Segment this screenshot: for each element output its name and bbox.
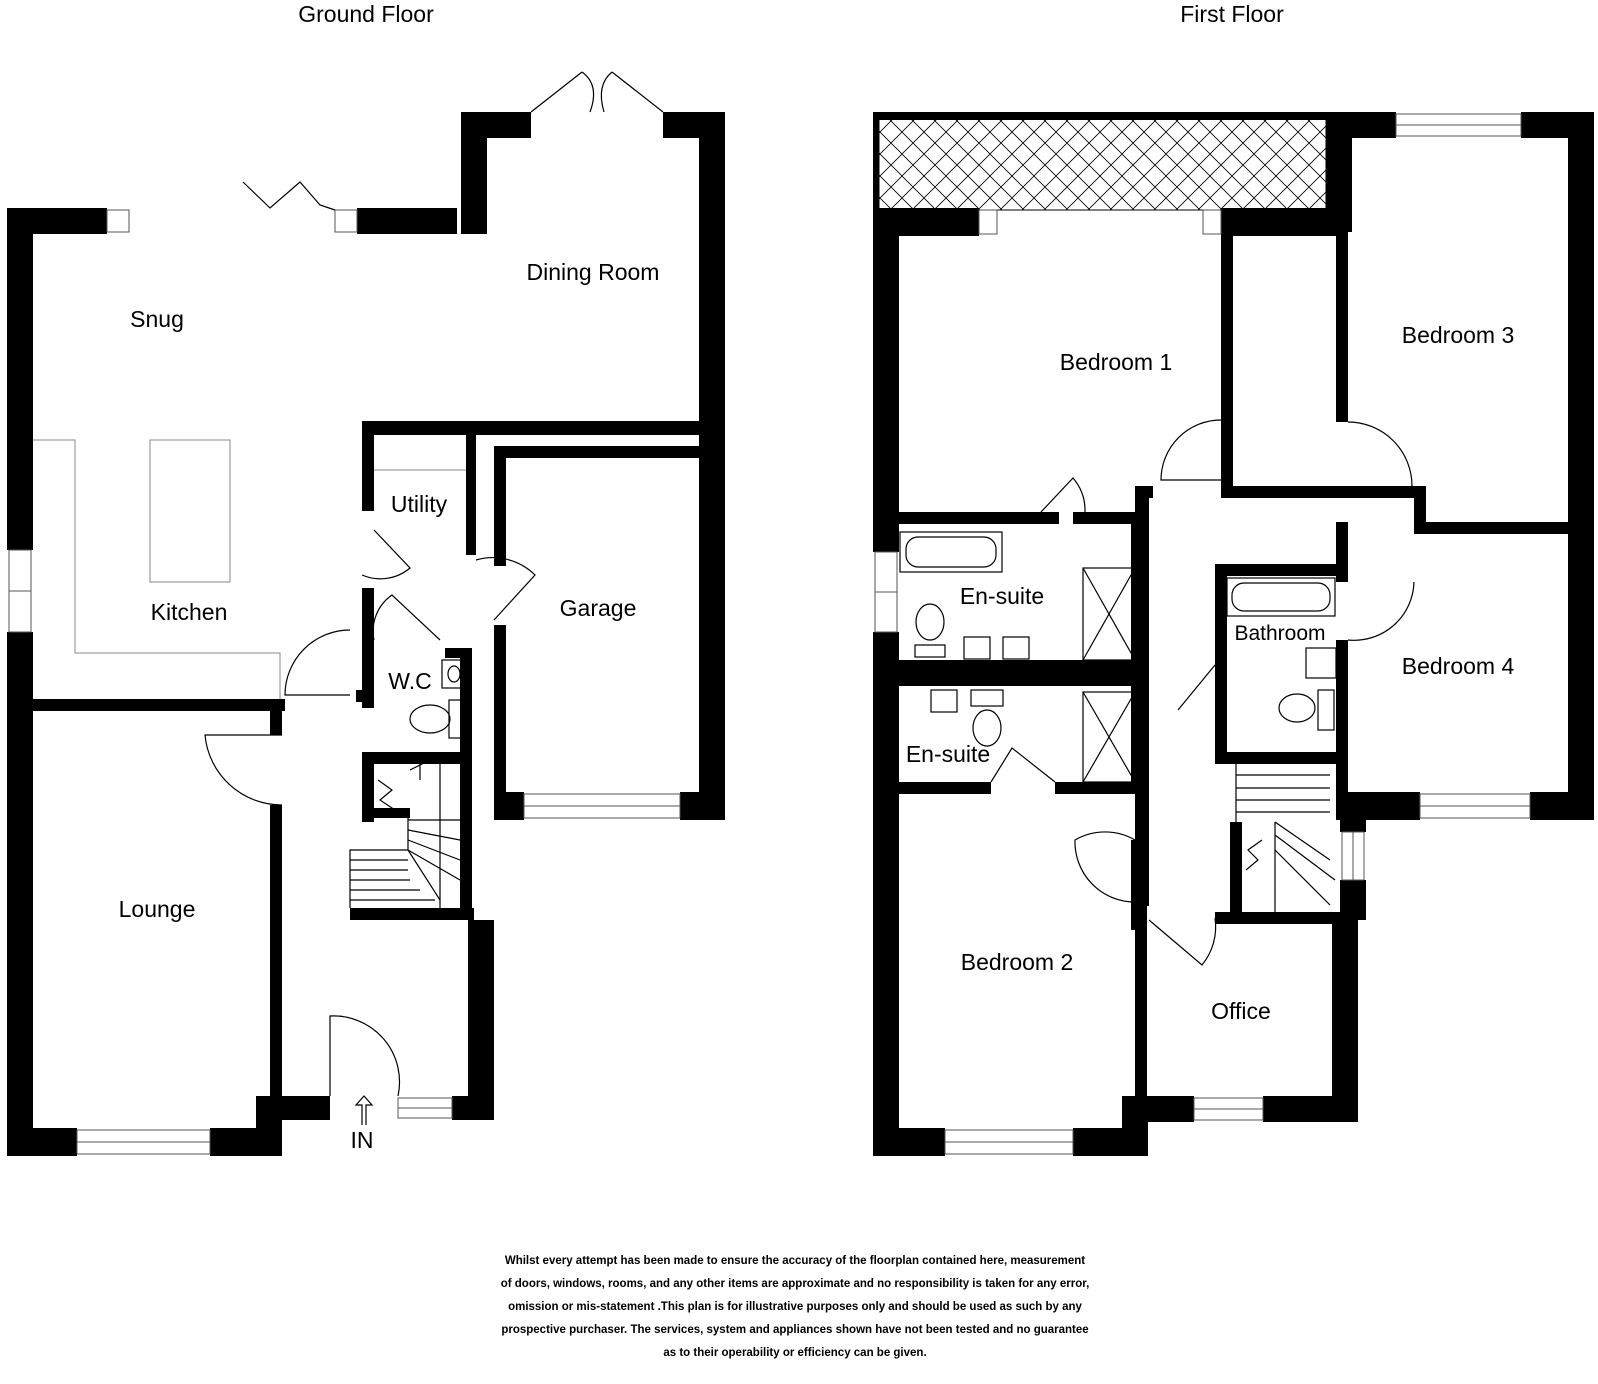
room-label-en-suite-lower: En-suite — [906, 741, 990, 767]
room-label-office: Office — [1211, 998, 1271, 1024]
room-label-kitchen: Kitchen — [151, 599, 228, 625]
room-label-dining-room: Dining Room — [527, 259, 660, 285]
first-floor-windows — [874, 113, 1531, 1155]
ground-floor-windows — [8, 209, 681, 1155]
room-label-bathroom: Bathroom — [1234, 622, 1325, 645]
first-floor-doors — [990, 419, 1415, 966]
room-label-bedroom-3: Bedroom 3 — [1402, 322, 1515, 348]
room-label-utility: Utility — [391, 491, 448, 517]
room-label-lounge: Lounge — [119, 896, 196, 922]
first-floor-walls — [873, 112, 1594, 1156]
first-floor-title: First Floor — [1180, 1, 1284, 27]
entrance-arrow-icon — [354, 1095, 374, 1125]
ground-floor-stairs — [349, 759, 461, 908]
room-label-wc: W.C — [388, 668, 431, 694]
ground-floor-walls — [7, 112, 725, 1156]
room-label-en-suite-upper: En-suite — [960, 583, 1044, 609]
disclaimer-line: Whilst every attempt has been made to en… — [504, 1255, 1086, 1267]
first-floor-plan: First Floor — [873, 1, 1594, 1156]
room-label-bedroom-2: Bedroom 2 — [961, 949, 1074, 975]
disclaimer-line: as to their operability or efficiency ca… — [663, 1347, 927, 1359]
entrance-label: IN — [351, 1127, 374, 1153]
wc-fittings — [409, 659, 467, 739]
room-label-bedroom-4: Bedroom 4 — [1402, 653, 1515, 679]
bathroom-fittings — [899, 531, 1337, 783]
disclaimer-line: of doors, windows, rooms, and any other … — [500, 1278, 1090, 1290]
ground-floor-plan: Ground Floor — [7, 1, 725, 1156]
room-label-snug: Snug — [130, 306, 184, 332]
roof-area — [878, 117, 1327, 211]
room-label-garage: Garage — [560, 595, 637, 621]
disclaimer-line: omission or mis-statement .This plan is … — [508, 1301, 1082, 1313]
disclaimer-text: Whilst every attempt has been made to en… — [470, 1250, 1120, 1365]
first-floor-stairs — [1235, 764, 1336, 912]
ground-floor-doors — [204, 71, 664, 1097]
kitchen-units — [33, 439, 466, 699]
ground-floor-title: Ground Floor — [298, 1, 434, 27]
disclaimer-line: prospective purchaser. The services, sys… — [501, 1324, 1089, 1336]
room-label-bedroom-1: Bedroom 1 — [1060, 349, 1173, 375]
